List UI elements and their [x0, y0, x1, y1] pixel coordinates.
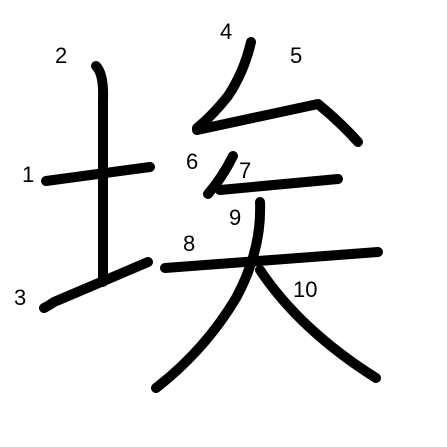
stroke-3	[39, 257, 153, 313]
stroke-number-2: 2	[55, 43, 67, 68]
stroke-number-7: 7	[239, 158, 251, 183]
stroke-2	[91, 61, 109, 287]
stroke-number-4: 4	[220, 19, 232, 44]
stroke-numbers: 1 2 3 4 5 6 7 8 9 10	[14, 19, 317, 310]
stroke-10	[255, 265, 381, 383]
stroke-number-5: 5	[290, 43, 302, 68]
stroke-number-10: 10	[293, 277, 317, 302]
stroke-number-6: 6	[186, 149, 198, 174]
stroke-6	[203, 151, 238, 199]
stroke-8	[160, 247, 383, 273]
stroke-9	[151, 197, 266, 393]
stroke-number-1: 1	[22, 162, 34, 187]
stroke-number-3: 3	[14, 285, 26, 310]
character-strokes	[39, 37, 383, 393]
stroke-4	[192, 37, 256, 133]
stroke-5	[192, 99, 363, 147]
stroke-number-9: 9	[229, 205, 241, 230]
stroke-number-8: 8	[183, 231, 195, 256]
stroke-7	[215, 174, 343, 195]
